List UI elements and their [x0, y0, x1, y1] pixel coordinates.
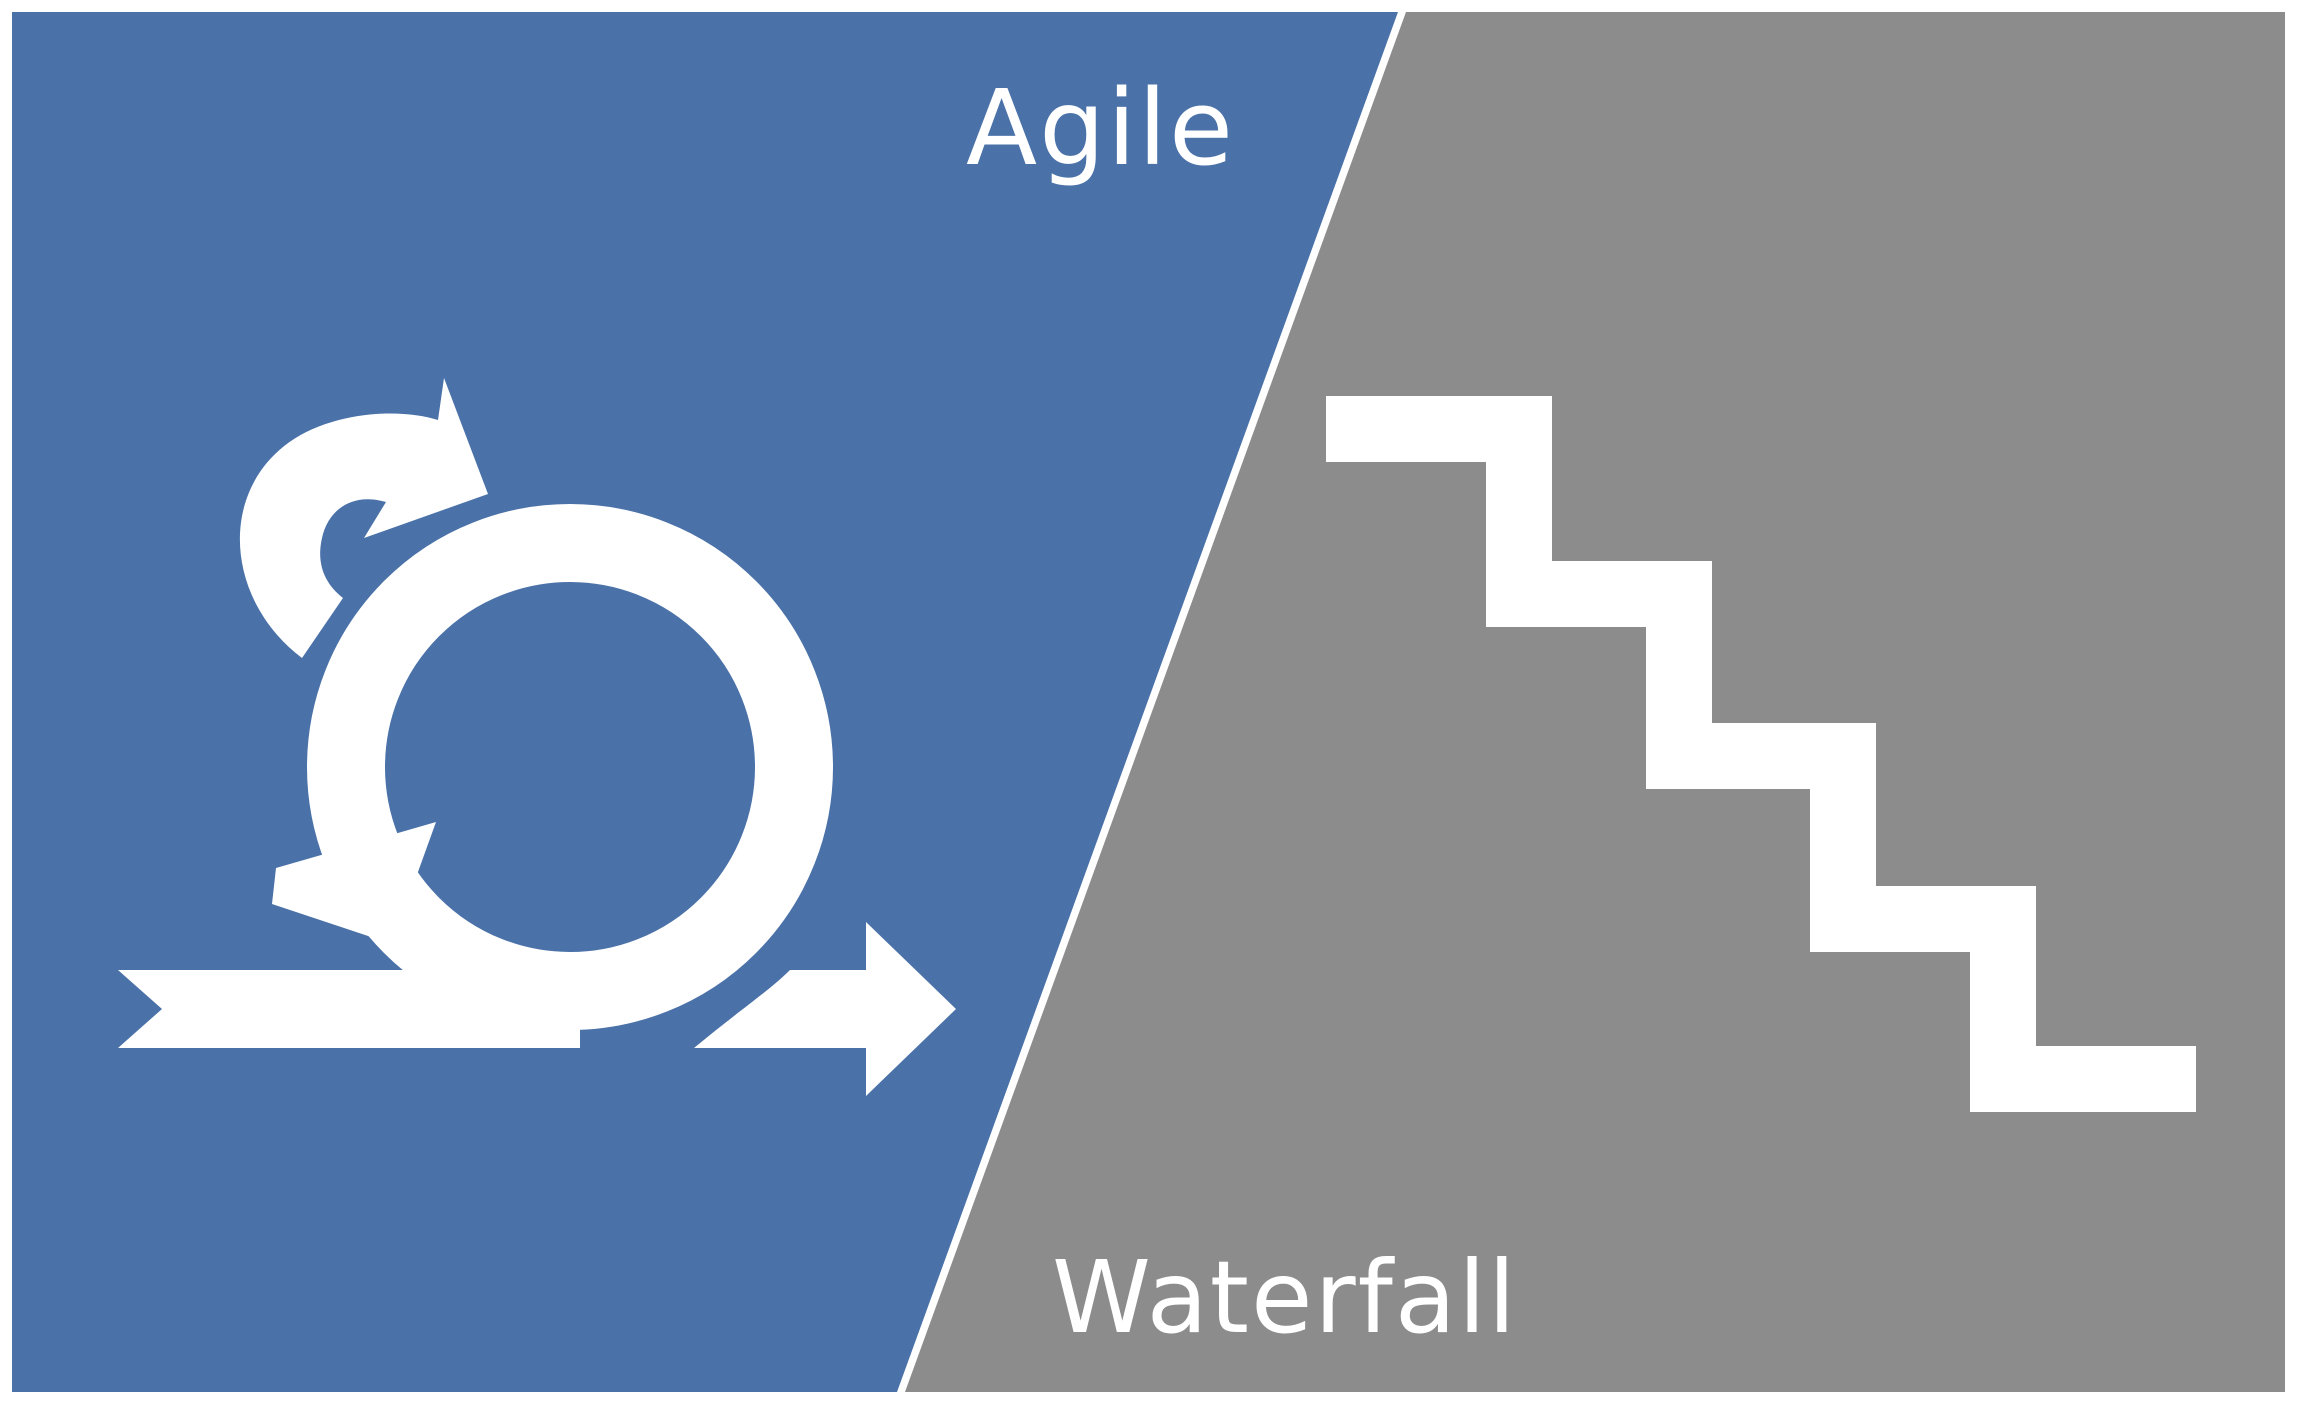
- waterfall-label: Waterfall: [1052, 1239, 1518, 1356]
- waterfall-panel: [905, 12, 2285, 1392]
- iterative-loop-arrow-icon: [118, 378, 956, 1096]
- agile-label: Agile: [966, 67, 1235, 189]
- staircase-icon: [1326, 396, 2196, 1112]
